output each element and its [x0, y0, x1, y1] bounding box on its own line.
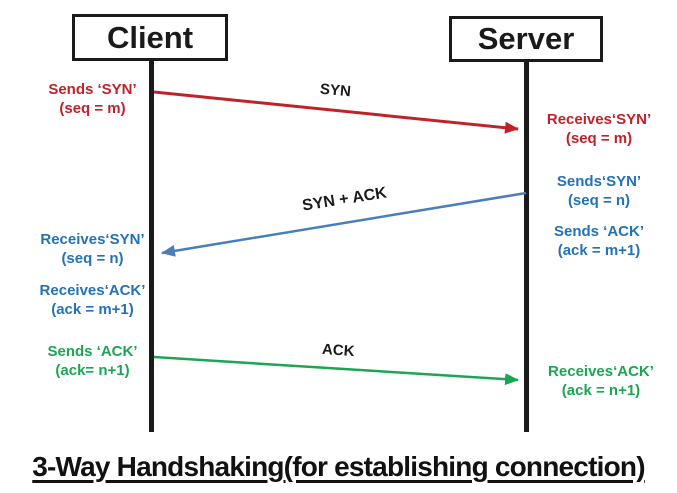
syn-arrow — [153, 90, 519, 134]
ack-arrow — [153, 355, 519, 386]
syn-arrow-label: SYN — [319, 80, 352, 101]
note-line: (ack= n+1) — [55, 362, 130, 379]
note-line: (ack = m+1) — [51, 301, 134, 318]
diagram-title: 3-Way Handshaking(for establishing conne… — [0, 451, 677, 483]
client-sends-syn-note: Sends ‘SYN’ (seq = m) — [35, 80, 150, 118]
note-line: Sends ‘ACK’ — [47, 343, 138, 360]
note-line: (seq = m) — [565, 130, 633, 147]
syn-ack-arrow — [161, 191, 527, 257]
server-actor-label: Server — [477, 21, 575, 56]
note-line: Receives‘ACK’ — [548, 363, 654, 380]
server-lifeline — [524, 60, 529, 432]
client-actor-box: Client — [72, 14, 228, 61]
server-actor-box: Server — [449, 16, 603, 62]
client-sends-ack-note: Sends ‘ACK’ (ack= n+1) — [35, 342, 150, 380]
note-line: (ack = m+1) — [557, 242, 641, 259]
note-line: (seq = m) — [59, 100, 126, 117]
note-line: Receives‘SYN’ — [40, 231, 145, 248]
server-receives-ack-note: Receives‘ACK’ (ack = n+1) — [540, 362, 662, 400]
note-line: Sends ‘SYN’ — [48, 81, 137, 98]
ack-arrow-label: ACK — [321, 340, 356, 361]
server-receives-syn-note: Receives‘SYN’ (seq = m) — [540, 110, 658, 148]
client-receives-syn-note: Receives‘SYN’ (seq = n) — [25, 230, 160, 268]
diagram-title-text: 3-Way Handshaking(for establishing conne… — [32, 451, 645, 482]
client-actor-label: Client — [106, 19, 194, 55]
note-line: (ack = n+1) — [561, 382, 641, 399]
note-line: (seq = n) — [567, 192, 631, 209]
note-line: Sends‘SYN’ — [556, 173, 642, 190]
note-line: (seq = n) — [61, 250, 124, 267]
note-line: Receives‘SYN’ — [546, 111, 652, 128]
client-receives-ack-note: Receives‘ACK’ (ack = m+1) — [25, 281, 160, 319]
note-line: Receives‘ACK’ — [39, 282, 146, 299]
server-sends-ack-note: Sends ‘ACK’ (ack = m+1) — [538, 222, 660, 260]
server-sends-syn-note: Sends‘SYN’ (seq = n) — [540, 172, 658, 210]
note-line: Sends ‘ACK’ — [553, 223, 644, 240]
client-lifeline — [149, 59, 154, 432]
